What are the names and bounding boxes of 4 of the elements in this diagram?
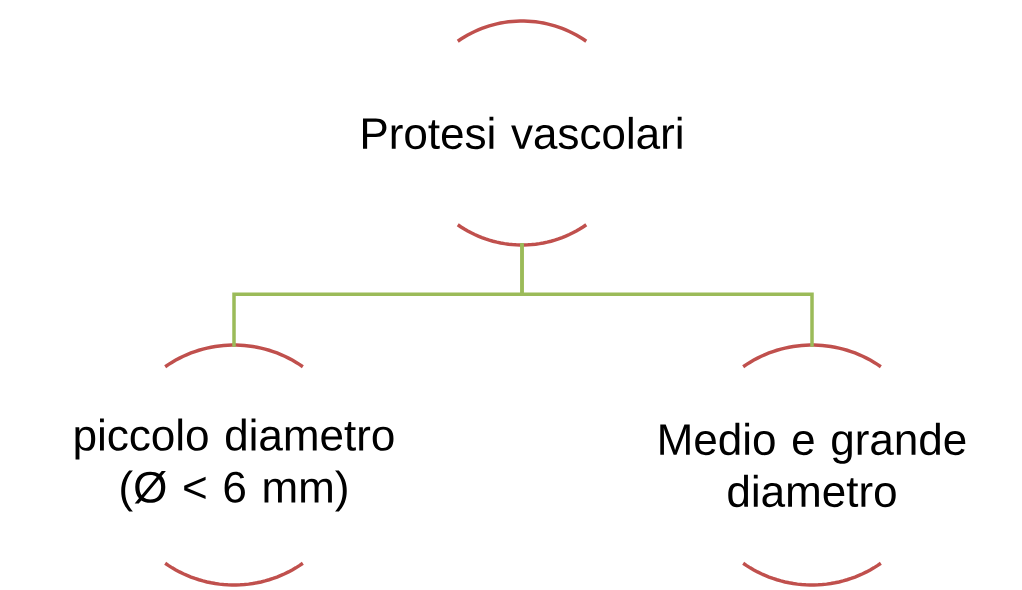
node-label: Protesi vascolari — [363, 116, 682, 150]
node-label: piccolo diametro (Ø < 6 mm) — [75, 418, 394, 512]
node-label: Medio e grande diametro — [660, 422, 966, 508]
connector-line — [520, 243, 814, 347]
